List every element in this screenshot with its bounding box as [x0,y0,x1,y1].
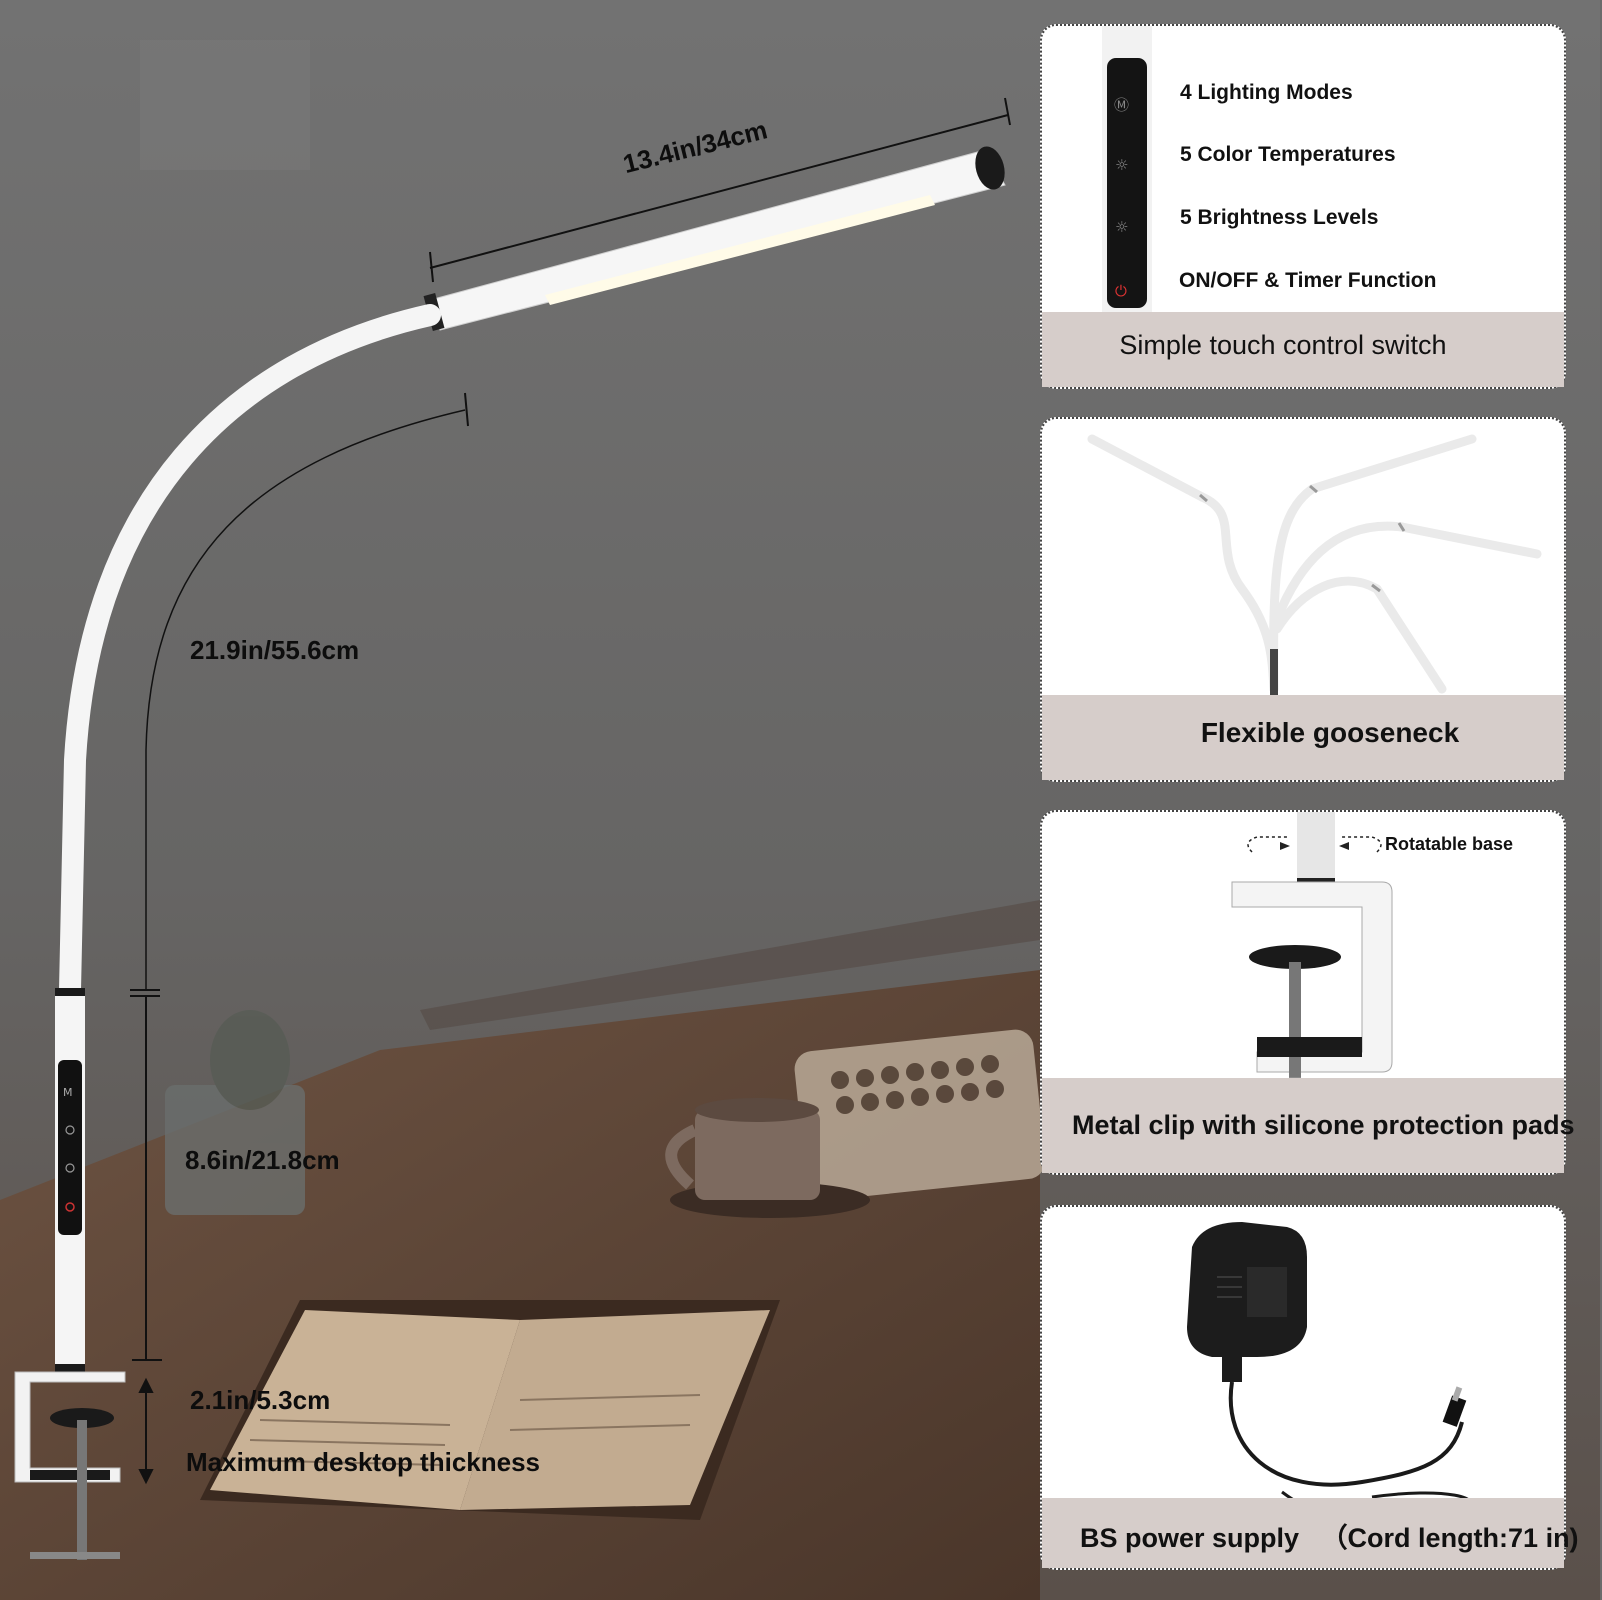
lamp-gooseneck [59,304,441,1001]
gooseneck-panel: Flexible gooseneck [1040,417,1566,782]
desk-thickness-label: 2.1in/5.3cm [190,1385,331,1415]
power-supply-panel: BS power supply （Cord length:71 in) [1040,1205,1579,1570]
clamp-caption: Metal clip with silicone protection pads [1072,1110,1575,1140]
open-notebook [200,1300,780,1520]
clamp-caption-bar: Metal clip with silicone protection pads [1042,1078,1575,1173]
svg-text:M: M [63,1086,73,1099]
gooseneck-positions-image [1087,434,1542,699]
power-supply-type: BS power supply [1080,1523,1300,1553]
feature-color-temperatures: 5 Color Temperatures [1180,143,1396,166]
brightness-icon: ☼ [1115,218,1129,236]
feature-brightness-levels: 5 Brightness Levels [1180,206,1379,229]
coffee-mug [665,1098,870,1218]
power-caption-bar: BS power supply （Cord length:71 in) [1042,1498,1579,1568]
touch-control-caption-bar: Simple touch control switch [1042,312,1564,387]
color-temperature-icon: ☼ [1115,156,1129,174]
feature-on-off-timer: ON/OFF & Timer Function [1179,269,1437,292]
cactus-pot [165,1010,305,1215]
feature-lighting-modes: 4 Lighting Modes [1180,81,1353,104]
rotatable-base-label: Rotatable base [1385,834,1514,854]
power-icon: ⏻ [1115,282,1127,300]
cord-length: （Cord length:71 in) [1320,1523,1579,1553]
mode-icon: Ⓜ [1114,96,1130,114]
base-height-label: 8.6in/21.8cm [185,1145,340,1175]
clamp-image [1231,812,1393,1157]
touch-control-panel: Ⓜ ☼ ☼ ⏻ 4 Lighting Modes 5 Color Tempera… [1040,24,1566,389]
lamp-head [423,146,1006,331]
lamp-clamp [14,1371,126,1560]
power-adapter-image [1187,1222,1473,1531]
power-caption: BS power supply （Cord length:71 in) [1080,1516,1602,1555]
clamp-panel: Rotatable base Metal clip with silicone … [1040,810,1575,1175]
keyboard [794,1029,1046,1201]
gooseneck-caption: Flexible gooseneck [1200,717,1460,748]
gooseneck-caption-bar: Flexible gooseneck [1042,695,1564,780]
touch-control-caption: Simple touch control switch [1119,330,1447,360]
touch-strip-image [1102,26,1152,326]
dimension-lines [130,97,1011,1485]
desk-thickness-caption: Maximum desktop thickness [186,1447,540,1477]
gooseneck-length-label: 21.9in/55.6cm [190,635,360,665]
lamp-base-pole: M [55,988,85,1372]
